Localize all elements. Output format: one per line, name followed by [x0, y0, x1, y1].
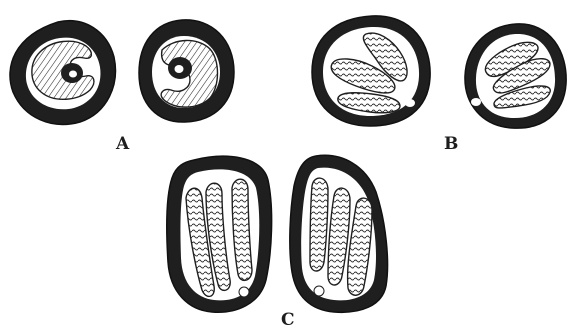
small-pore: [239, 287, 249, 297]
panel-c: [167, 155, 388, 312]
section-c-right: [290, 155, 388, 312]
section-b-left: [312, 16, 430, 126]
section-b-right: [465, 24, 566, 128]
panel-label-a: A: [116, 136, 129, 153]
section-c-left: [167, 156, 272, 312]
panel-label-c: C: [281, 312, 295, 329]
small-pore: [471, 98, 481, 106]
panel-a: [10, 20, 234, 125]
section-a-right: [139, 20, 234, 122]
panel-b: [312, 16, 566, 128]
central-pore: [175, 65, 184, 73]
small-pore: [314, 286, 324, 296]
panel-label-b: B: [444, 136, 458, 153]
central-pore: [69, 71, 77, 78]
section-a-left: [10, 21, 115, 125]
small-pore: [405, 99, 415, 107]
